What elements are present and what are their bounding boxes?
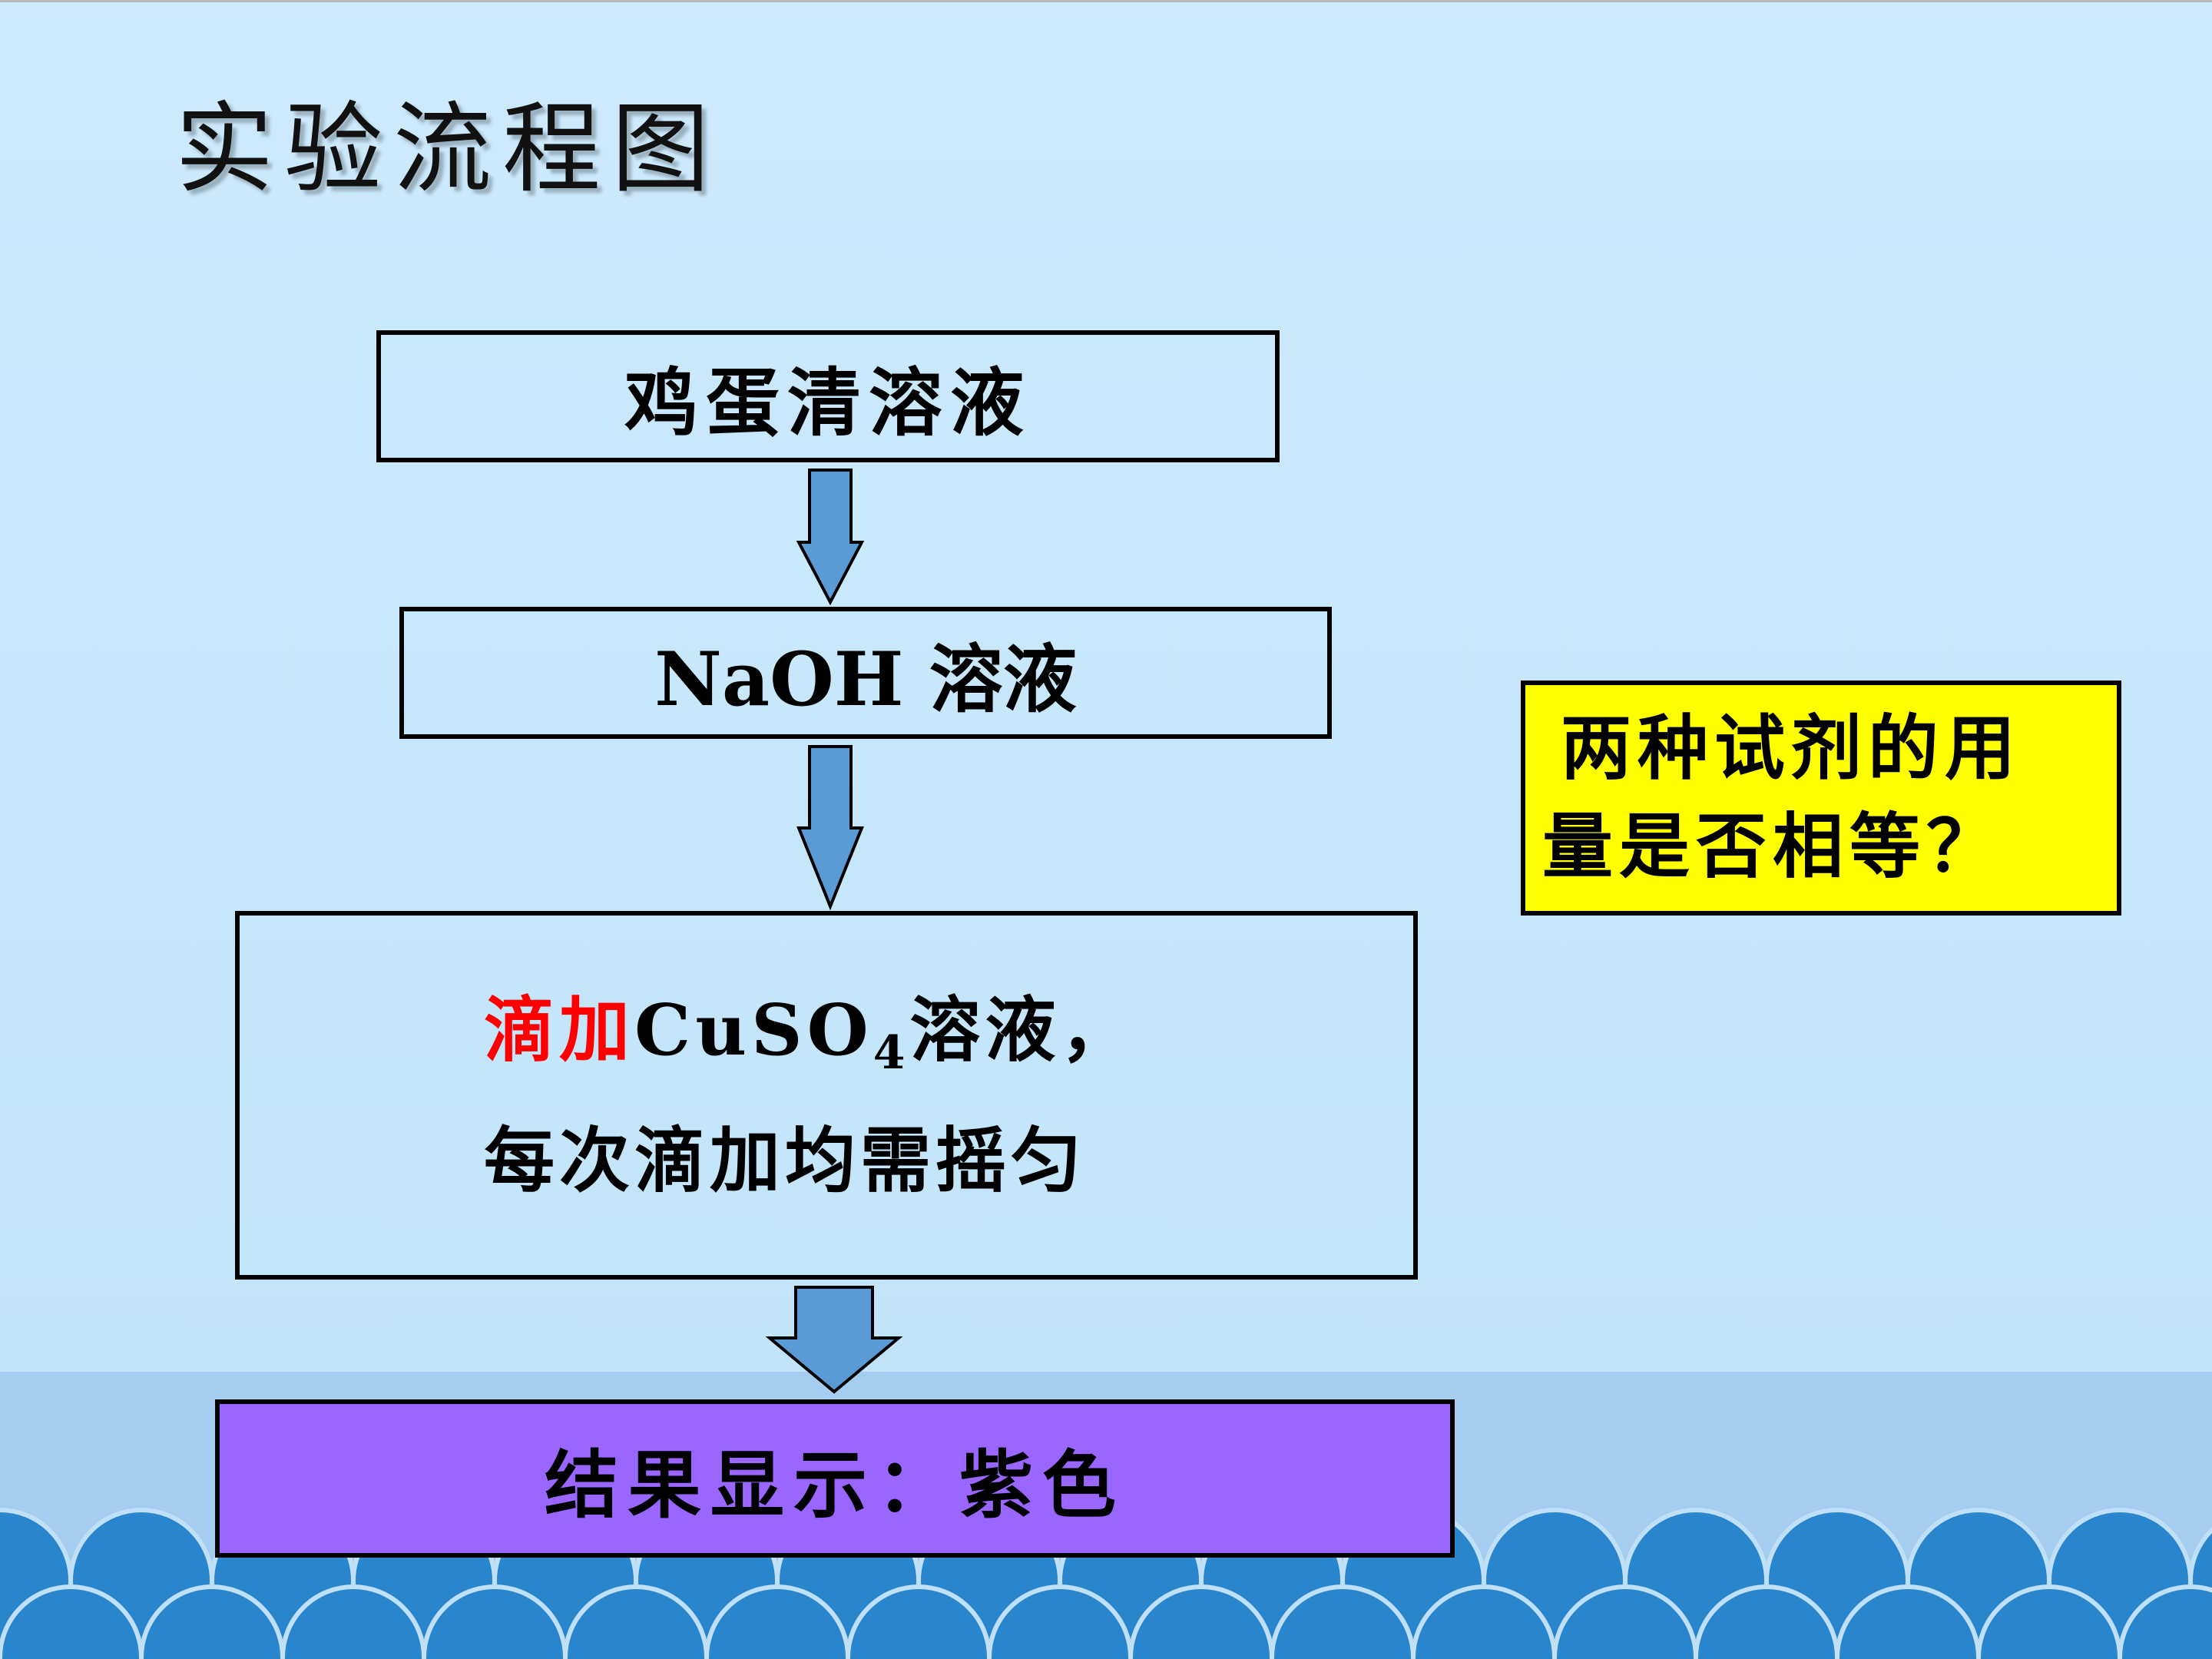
flow-result-label: 结果显示：紫色	[545, 1441, 1125, 1528]
flow-step-cuso4-line1: 滴加CuSO4溶液，	[484, 976, 1135, 1107]
flow-step-cuso4-line2: 每次滴加均需摇匀	[484, 1119, 1087, 1202]
flow-step-naoh: NaOH 溶液	[399, 607, 1332, 739]
wave-scallop	[2118, 1584, 2212, 1659]
flow-step-naoh-label: NaOH 溶液	[654, 635, 1077, 723]
reagent-subscript: 4	[873, 1026, 910, 1080]
flow-step-egg-white: 鸡蛋清溶液	[376, 330, 1280, 462]
question-note-line2: 量是否相等？	[1542, 805, 2004, 888]
question-note-line1: 两种试剂的用	[1561, 707, 2022, 790]
flow-step-egg-white-label: 鸡蛋清溶液	[624, 359, 1031, 446]
highlight-add-dropwise: 滴加	[484, 988, 635, 1071]
question-note: 两种试剂的用 量是否相等？	[1521, 680, 2121, 916]
down-arrow-3	[765, 1286, 903, 1394]
reagent-suffix: 溶液，	[909, 988, 1136, 1071]
down-arrow-2	[796, 745, 864, 911]
down-arrow-1	[796, 469, 865, 606]
page-title: 实验流程图	[175, 92, 721, 207]
flow-result: 结果显示：紫色	[215, 1399, 1455, 1558]
reagent-name: CuSO	[634, 988, 873, 1071]
flow-step-cuso4: 滴加CuSO4溶液， 每次滴加均需摇匀	[235, 911, 1418, 1280]
